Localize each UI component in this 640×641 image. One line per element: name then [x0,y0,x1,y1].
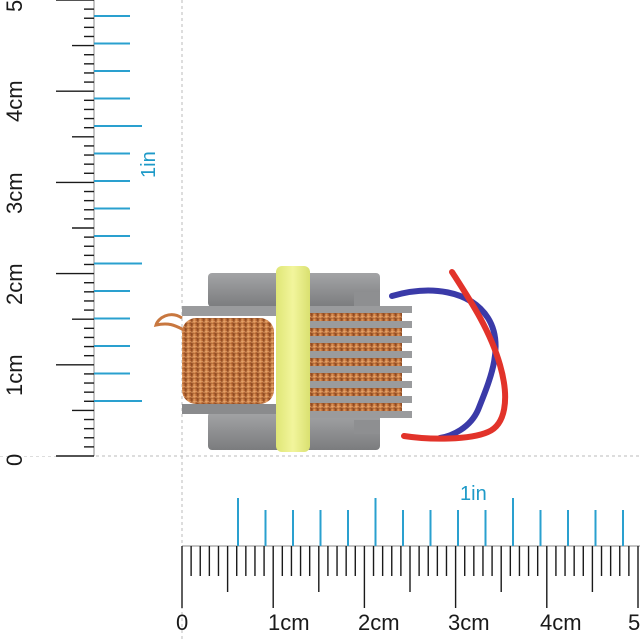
secondary-coil [310,312,402,412]
horizontal-cm-label-0: 0 [176,610,188,635]
horizontal-cm-label-3: 3cm [448,610,490,635]
vertical-cm-label-0: 0 [2,454,27,466]
wire-red [401,269,509,442]
vertical-cm-label-2: 2cm [2,263,27,305]
horizontal-cm-label-5: 5 [628,610,640,635]
horizontal-inch-ticks [237,498,624,546]
vertical-cm-label-4: 4cm [2,80,27,122]
coil-lead [153,313,185,332]
horizontal-cm-label-4: 4cm [540,610,582,635]
bobbin-fin [306,306,412,313]
horizontal-cm-ticks [181,546,639,608]
bobbin-fin [306,411,412,418]
bobbin-fins [306,306,412,418]
bobbin-fin [306,366,412,373]
insulation-tape [276,266,310,452]
vertical-cm-label-1: 1cm [2,354,27,396]
bobbin-fin [306,396,412,403]
bobbin-fin [306,381,412,388]
horizontal-inch-label: 1in [460,483,487,505]
vertical-inch-label: 1in [138,151,160,178]
bobbin-fin [306,321,412,328]
vertical-cm-label-5: 5 [2,0,27,12]
bobbin-fin [306,336,412,343]
high-voltage-transformer-icon [153,266,509,452]
horizontal-cm-label-1: 1cm [268,610,310,635]
vertical-cm-ticks [56,0,94,457]
vertical-inch-ticks [94,15,142,402]
horizontal-ruler: 0 1cm 2cm 3cm 4cm 5 1in [176,483,640,635]
vertical-ruler: 0 1cm 2cm 3cm 4cm 5 1in [0,0,160,466]
horizontal-cm-label-2: 2cm [358,610,400,635]
vertical-cm-label-3: 3cm [2,172,27,214]
primary-coil [182,318,274,404]
bobbin-fin [306,351,412,358]
